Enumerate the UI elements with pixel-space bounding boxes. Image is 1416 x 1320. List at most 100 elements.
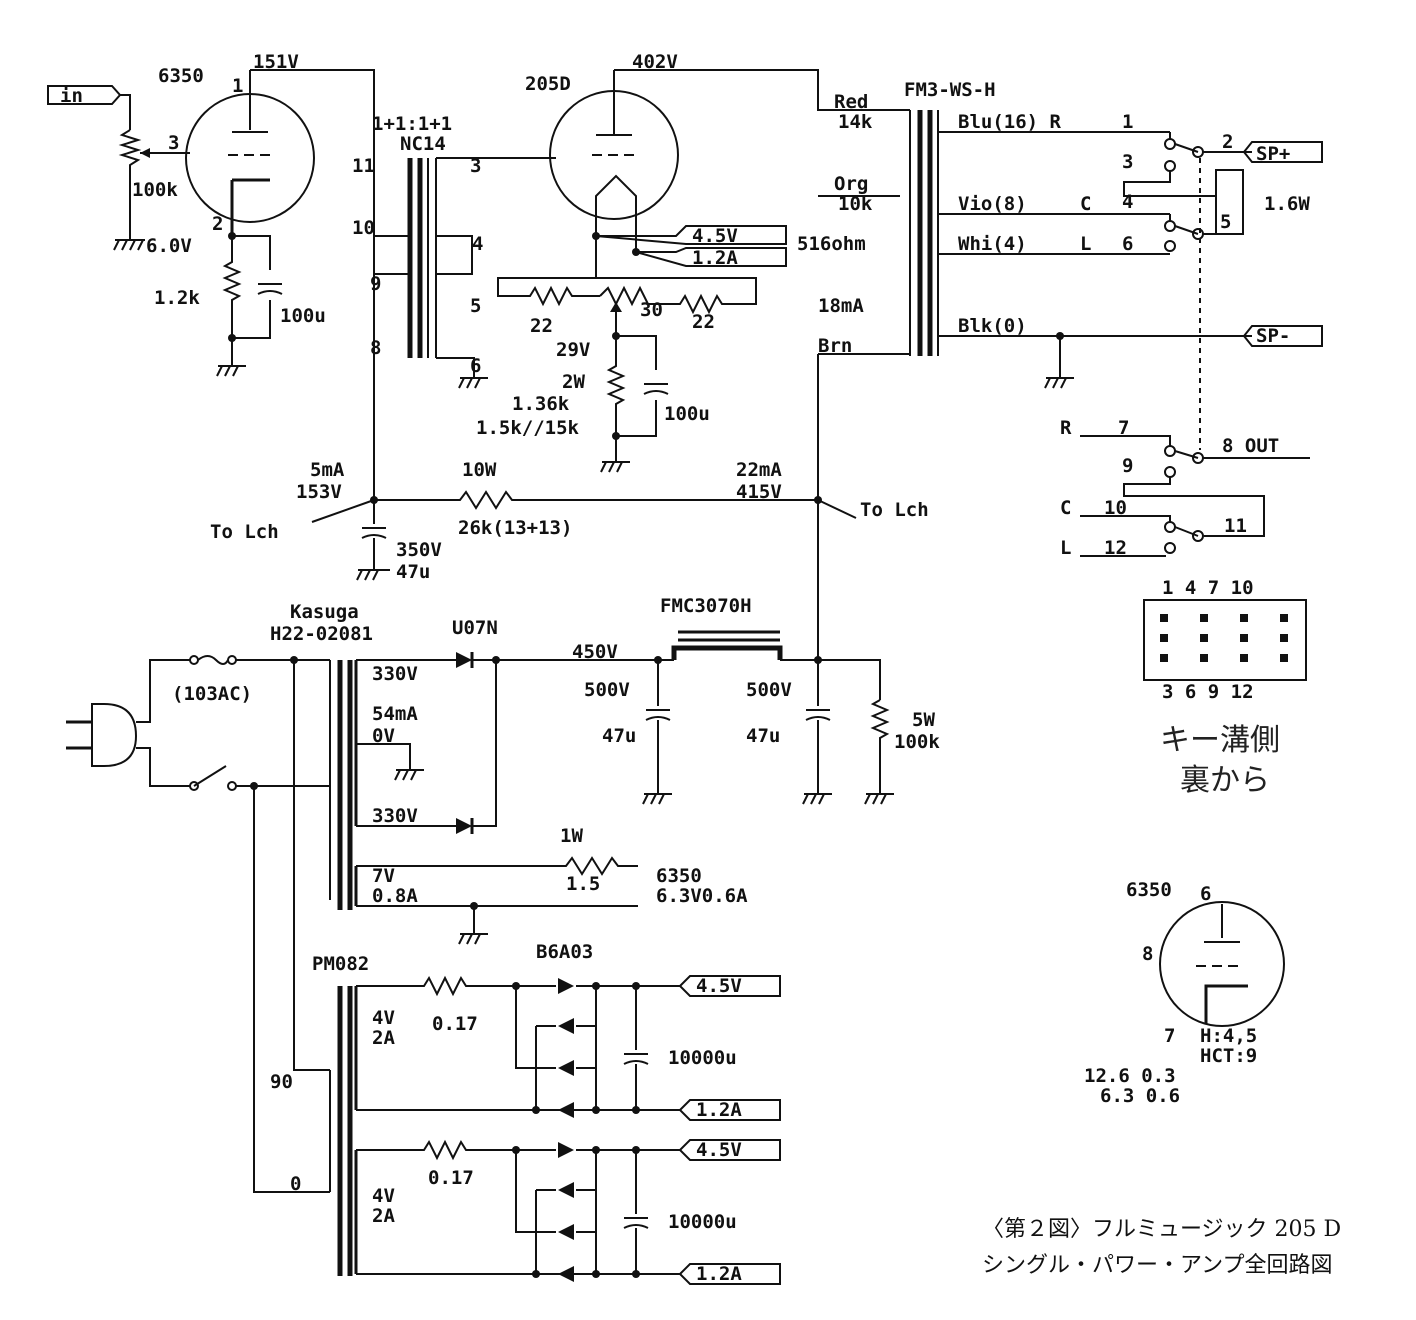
svg-text:C: C [1060, 497, 1071, 519]
svg-text:5: 5 [1220, 211, 1231, 233]
figure-caption-line1: 〈第２図〉フルミュージック 205 D [982, 1217, 1341, 1242]
svg-text:26k(13+13): 26k(13+13) [458, 517, 572, 539]
svg-text:Kasuga: Kasuga [290, 601, 359, 623]
svg-text:2W: 2W [562, 371, 585, 393]
svg-text:14k: 14k [838, 111, 873, 133]
svg-text:Brn: Brn [818, 335, 852, 357]
svg-text:Red: Red [834, 91, 868, 113]
svg-text:3: 3 [168, 132, 179, 154]
svg-text:12: 12 [1104, 537, 1127, 559]
svg-text:47u: 47u [396, 561, 430, 583]
svg-text:C: C [1080, 193, 1091, 215]
svg-text:4V: 4V [372, 1185, 395, 1207]
filament-minus-tag [635, 247, 787, 267]
svg-text:415V: 415V [736, 481, 782, 503]
svg-text:2: 2 [212, 213, 223, 235]
input-label: in [60, 85, 83, 107]
svg-text:6: 6 [1200, 883, 1211, 905]
svg-text:6: 6 [470, 355, 481, 377]
svg-text:100u: 100u [280, 305, 326, 327]
svg-text:Blu(16) R: Blu(16) R [958, 111, 1062, 133]
bridge-diodes-a [558, 978, 574, 1118]
svg-text:L: L [1060, 537, 1071, 559]
svg-text:1.5k//15k: 1.5k//15k [476, 417, 580, 439]
svg-text:R: R [1060, 417, 1072, 439]
svg-text:FM3-WS-H: FM3-WS-H [904, 79, 996, 101]
svg-text:10W: 10W [462, 459, 497, 481]
svg-text:Blk(0): Blk(0) [958, 315, 1027, 337]
svg-text:1.6W: 1.6W [1264, 193, 1310, 215]
svg-text:10: 10 [1104, 497, 1127, 519]
svg-text:5W: 5W [912, 709, 935, 731]
svg-text:330V: 330V [372, 663, 418, 685]
svg-text:0.17: 0.17 [432, 1013, 478, 1035]
svg-text:L: L [1080, 233, 1091, 255]
svg-text:10k: 10k [838, 193, 873, 215]
svg-text:8 OUT: 8 OUT [1222, 435, 1279, 457]
bridge-diodes-b [558, 1142, 574, 1282]
svg-text:B6A03: B6A03 [536, 941, 593, 963]
svg-text:1W: 1W [560, 825, 583, 847]
switch-contact-1[interactable] [1164, 138, 1176, 150]
power-switch[interactable] [193, 659, 330, 787]
tube-6350-pinout: 6350 6 8 7 H:4,5 HCT:9 12.6 0.3 6.3 0.6 [1084, 879, 1285, 1107]
svg-text:2A: 2A [372, 1205, 395, 1227]
svg-text:U07N: U07N [452, 617, 498, 639]
svg-text:0: 0 [290, 1173, 301, 1195]
pin-dots [1160, 614, 1288, 662]
svg-text:22: 22 [530, 315, 553, 337]
cathode-resistor [222, 236, 271, 339]
svg-text:4V: 4V [372, 1007, 395, 1029]
svg-text:H:4,5: H:4,5 [1200, 1025, 1257, 1047]
filament-plus-tag [595, 225, 787, 245]
svg-text:516ohm: 516ohm [797, 233, 866, 255]
svg-text:10: 10 [352, 217, 375, 239]
svg-text:100k: 100k [132, 179, 178, 201]
svg-text:10000u: 10000u [668, 1211, 737, 1233]
svg-text:1.36k: 1.36k [512, 393, 570, 415]
svg-text:To Lch: To Lch [860, 499, 929, 521]
svg-text:6.3 0.6: 6.3 0.6 [1100, 1085, 1180, 1107]
svg-text:3: 3 [1122, 151, 1133, 173]
svg-text:6.0V: 6.0V [146, 235, 192, 257]
svg-text:30: 30 [640, 299, 663, 321]
svg-text:29V: 29V [556, 339, 590, 361]
svg-text:7: 7 [1118, 417, 1129, 439]
svg-text:12.6 0.3: 12.6 0.3 [1084, 1065, 1176, 1087]
svg-text:H22-02081: H22-02081 [270, 623, 373, 645]
svg-text:205D: 205D [525, 73, 571, 95]
choke [671, 645, 783, 660]
svg-text:151V: 151V [253, 51, 299, 73]
svg-text:9: 9 [1122, 455, 1133, 477]
output-transformer: FM3-WS-H Red 14k Org 10k 18mA Brn Blu(16… [817, 79, 1252, 660]
svg-text:350V: 350V [396, 539, 442, 561]
impedance-switch: 2 SP+ 5 1.6W SP- R 7 8 OUT 9 C 10 11 L 1… [1060, 131, 1323, 798]
svg-text:1 4 7 10: 1 4 7 10 [1162, 577, 1254, 599]
svg-text:1: 1 [1122, 111, 1133, 133]
svg-text:4.5V: 4.5V [692, 225, 738, 247]
svg-text:10000u: 10000u [668, 1047, 737, 1069]
input-connector [47, 85, 122, 105]
svg-text:4: 4 [1122, 191, 1133, 213]
sp-plus-terminal [1242, 141, 1323, 163]
svg-text:4.5V: 4.5V [696, 975, 742, 997]
switch-pin-layout [1143, 599, 1307, 681]
svg-text:3: 3 [470, 155, 481, 177]
svg-text:HCT:9: HCT:9 [1200, 1045, 1257, 1067]
fuse-icon [197, 655, 229, 665]
input-stage: in 100k 3 6.0V 6350 1 151V 2 1.2k 100u [47, 51, 375, 377]
svg-text:11: 11 [1224, 515, 1247, 537]
power-supply: Kasuga H22-02081 (103AC) 330V 54mA 0V 33… [66, 595, 940, 1285]
svg-text:SP-: SP- [1256, 325, 1290, 347]
rectifier-diodes [456, 652, 472, 834]
sp-minus-terminal [1242, 325, 1323, 347]
svg-text:1.5: 1.5 [566, 873, 600, 895]
volume-pot [118, 129, 142, 240]
svg-text:6350: 6350 [656, 865, 702, 887]
svg-text:Org: Org [834, 173, 868, 195]
svg-text:330V: 330V [372, 805, 418, 827]
svg-text:1: 1 [232, 75, 243, 97]
svg-text:18mA: 18mA [818, 295, 864, 317]
svg-text:47u: 47u [746, 725, 780, 747]
